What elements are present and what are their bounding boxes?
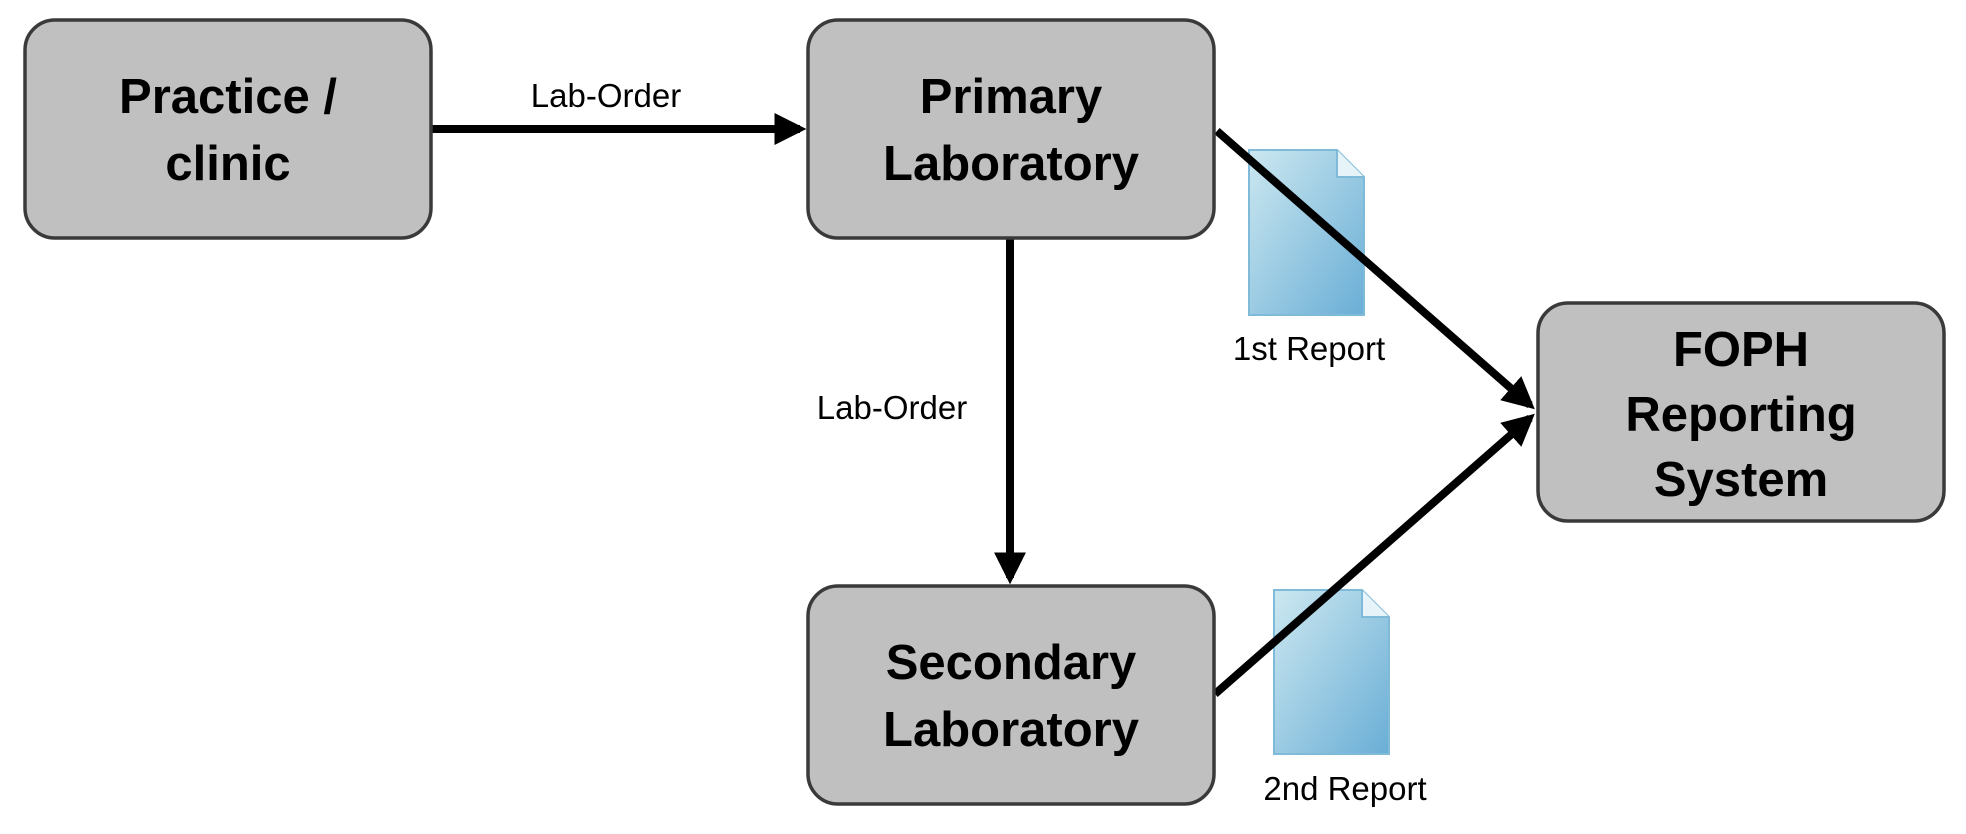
edge-practice-to-primary-label: Lab-Order — [531, 77, 681, 114]
node-foph-reporting-system: FOPH Reporting System — [1536, 301, 1946, 523]
node-practice-clinic: Practice / clinic — [23, 18, 433, 240]
document-icon — [1248, 149, 1365, 316]
edge-primary-to-secondary: Lab-Order — [817, 238, 1026, 585]
document-corner-fold — [1336, 150, 1364, 178]
document-first-report: 1st Report — [1233, 149, 1385, 367]
document-first-report-label: 1st Report — [1233, 330, 1385, 367]
edge-practice-to-primary: Lab-Order — [432, 77, 807, 145]
edge-secondary-to-foph-line — [1212, 413, 1535, 698]
node-practice-clinic-box — [23, 18, 433, 240]
node-secondary-laboratory-line1: Secondary — [886, 636, 1137, 690]
node-foph-reporting-system-box — [1536, 301, 1946, 523]
document-corner-fold — [1361, 590, 1389, 618]
node-foph-reporting-system-line2: Reporting — [1625, 388, 1856, 442]
node-primary-laboratory: Primary Laboratory — [806, 18, 1216, 240]
node-secondary-laboratory-line2: Laboratory — [883, 703, 1139, 757]
node-secondary-laboratory-box — [806, 584, 1216, 806]
node-foph-reporting-system-line1: FOPH — [1673, 323, 1809, 377]
node-practice-clinic-line1: Practice / — [119, 70, 337, 124]
node-primary-laboratory-line1: Primary — [920, 70, 1103, 124]
edge-primary-to-secondary-label: Lab-Order — [817, 389, 967, 426]
edge-secondary-to-foph — [1212, 413, 1535, 698]
document-second-report-label: 2nd Report — [1263, 770, 1426, 807]
document-icon — [1273, 589, 1390, 755]
edge-primary-to-foph — [1214, 127, 1535, 410]
document-second-report: 2nd Report — [1263, 589, 1427, 807]
node-secondary-laboratory: Secondary Laboratory — [806, 584, 1216, 806]
node-primary-laboratory-box — [806, 18, 1216, 240]
node-practice-clinic-line2: clinic — [165, 137, 290, 191]
edge-primary-to-foph-line — [1214, 127, 1535, 410]
node-foph-reporting-system-line3: System — [1654, 453, 1828, 507]
node-primary-laboratory-line2: Laboratory — [883, 137, 1139, 191]
